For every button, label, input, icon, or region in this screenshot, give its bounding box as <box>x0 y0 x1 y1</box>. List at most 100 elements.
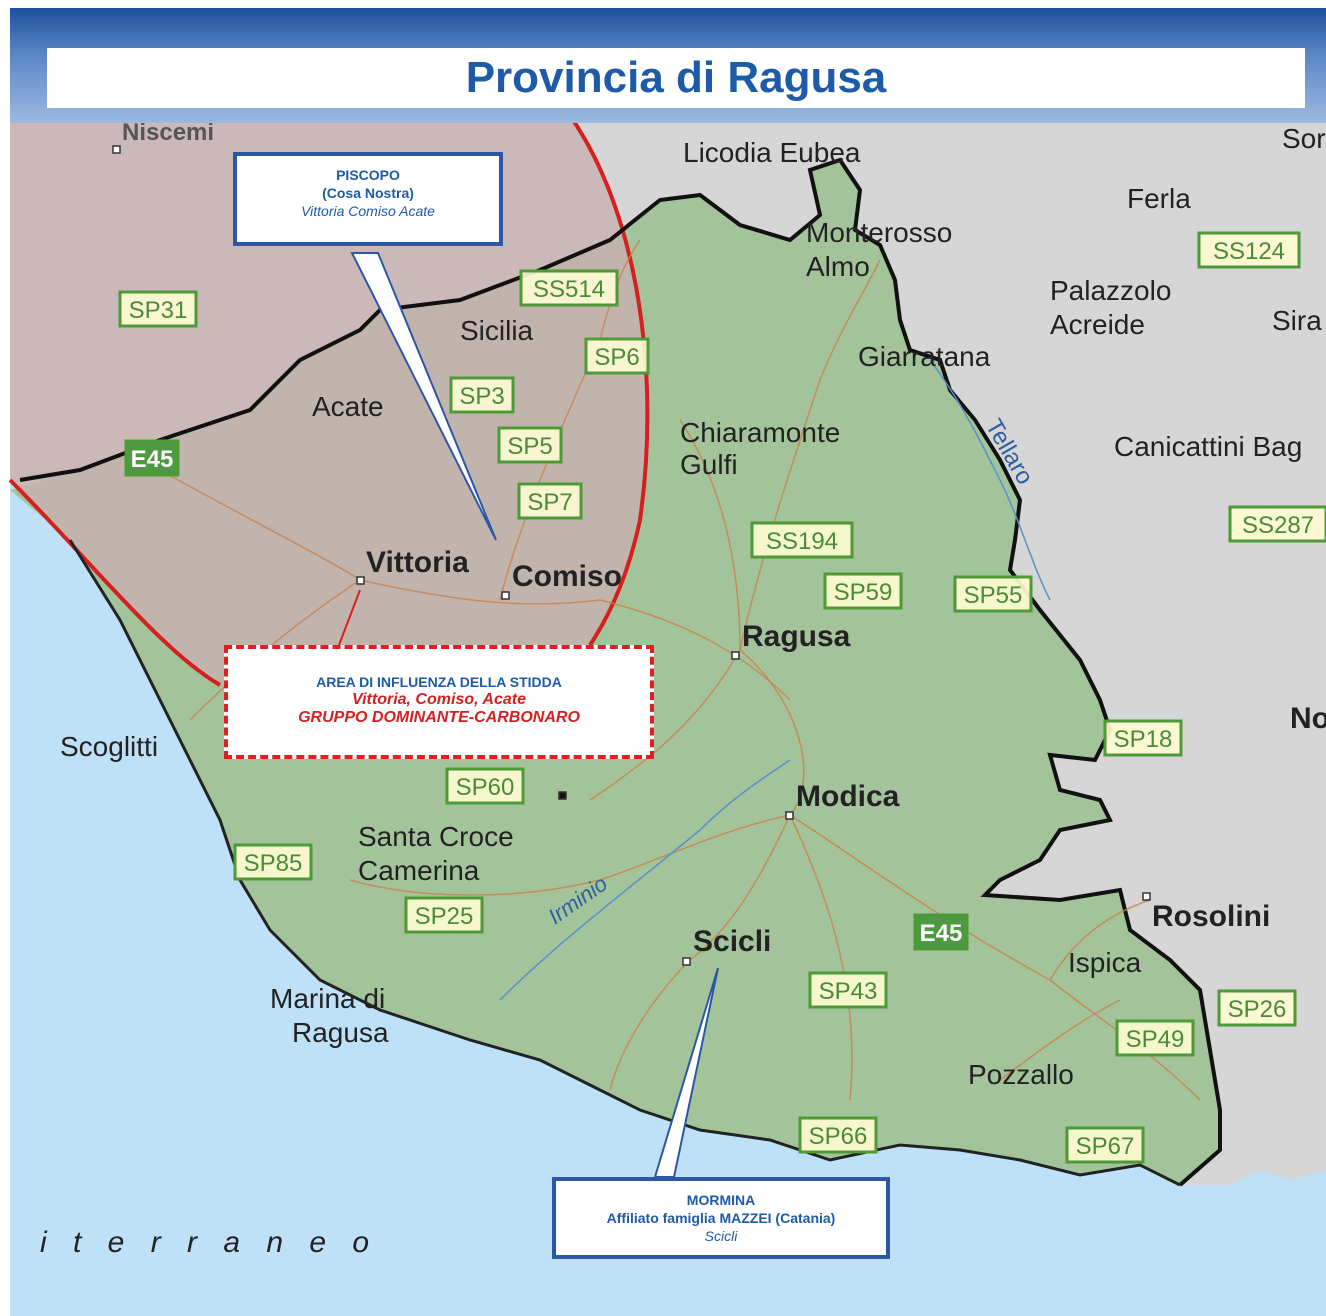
road-badge-label-ss194: SS194 <box>766 528 838 555</box>
road-badge-label-ss124: SS124 <box>1213 238 1285 265</box>
piscopo-name: PISCOPO <box>336 167 400 183</box>
place-label-sira: Sira <box>1272 305 1322 336</box>
road-badge-label-e45b: E45 <box>920 920 963 947</box>
road-badge-sp3: SP3 <box>449 376 515 414</box>
piscopo-area: Vittoria Comiso Acate <box>301 203 435 219</box>
mormina-area: Scicli <box>704 1228 738 1244</box>
road-badge-label-sp49: SP49 <box>1126 1026 1185 1053</box>
road-badge-label-sp67: SP67 <box>1076 1133 1135 1160</box>
place-label-modica: Modica <box>796 780 900 813</box>
place-label-marina: Marina di <box>270 983 385 1014</box>
road-badge-label-ss514: SS514 <box>533 276 605 303</box>
place-label-chiaramonte: Chiaramonte <box>680 417 840 448</box>
road-badge-sp43: SP43 <box>808 971 888 1009</box>
road-badge-ss287: SS287 <box>1228 505 1326 543</box>
road-badge-label-sp59: SP59 <box>834 579 893 606</box>
road-badge-sp55: SP55 <box>953 575 1033 613</box>
road-badge-sp49: SP49 <box>1115 1019 1195 1057</box>
road-badge-e45b: E45 <box>913 913 969 951</box>
road-badge-sp25: SP25 <box>404 896 484 934</box>
place-label-monterosso: Monterosso <box>806 217 952 248</box>
road-badge-label-sp25: SP25 <box>415 903 474 930</box>
place-label-pozzallo: Pozzallo <box>968 1059 1074 1090</box>
road-badge-sp31: SP31 <box>118 290 198 328</box>
stidda-zone-area <box>10 120 648 685</box>
place-label-comiso: Comiso <box>512 560 622 593</box>
mormina-group: Affiliato famiglia MAZZEI (Catania) <box>606 1210 836 1226</box>
place-label-no: No <box>1290 702 1326 735</box>
road-badge-label-sp55: SP55 <box>964 582 1023 609</box>
place-label-gulfi: Gulfi <box>680 449 738 480</box>
road-badge-sp67: SP67 <box>1065 1126 1145 1164</box>
stidda-title: AREA DI INFLUENZA DELLA STIDDA <box>316 674 562 690</box>
place-label-ispica: Ispica <box>1068 947 1142 978</box>
page-title: Provincia di Ragusa <box>465 53 887 102</box>
road-badge-label-sp5: SP5 <box>507 433 552 460</box>
road-badge-label-sp66: SP66 <box>809 1123 868 1150</box>
place-label-ragusa2: Ragusa <box>292 1017 389 1048</box>
mormina-callout: MORMINA Affiliato famiglia MAZZEI (Catan… <box>552 1177 890 1259</box>
province-border <box>19 157 1222 1187</box>
river-irminio <box>499 759 791 1001</box>
place-label-rosolini: Rosolini <box>1152 900 1270 933</box>
road-badge-sp85: SP85 <box>233 843 313 881</box>
road-badge-label-sp3: SP3 <box>459 383 504 410</box>
place-label-vittoria: Vittoria <box>366 546 469 579</box>
place-label-sor: Sor <box>1282 123 1326 154</box>
town-markers <box>112 145 1151 966</box>
place-label-ragusa: Ragusa <box>742 620 851 653</box>
road-badge-label-sp43: SP43 <box>819 978 878 1005</box>
mormina-name: MORMINA <box>686 1192 756 1208</box>
road-badge-sp5: SP5 <box>497 426 563 464</box>
place-label-giarratana: Giarratana <box>858 341 991 372</box>
road-badge-label-sp31: SP31 <box>129 297 188 324</box>
place-label-scoglitti: Scoglitti <box>60 731 158 762</box>
road-badge-ss514: SS514 <box>519 269 619 307</box>
road-badges: SS124SP31SS514SP6SP3SP5E45SP7SS194SS287S… <box>118 231 1326 1164</box>
place-label-canicattini: Canicattini Bag <box>1114 431 1302 462</box>
road-badge-label-sp7: SP7 <box>527 489 572 516</box>
piscopo-pointer <box>350 252 497 541</box>
place-label-acate: Acate <box>312 391 384 422</box>
road-badge-sp59: SP59 <box>823 572 903 610</box>
piscopo-callout: PISCOPO (Cosa Nostra) Vittoria Comiso Ac… <box>233 152 503 246</box>
road-badge-sp18: SP18 <box>1103 719 1183 757</box>
piscopo-group: (Cosa Nostra) <box>322 185 414 201</box>
river-tellaro <box>929 359 1051 601</box>
place-label-niscemi: Niscemi <box>122 119 214 146</box>
road-badge-sp7: SP7 <box>517 482 583 520</box>
place-label-acreide: Acreide <box>1050 309 1145 340</box>
stidda-zone-border <box>8 118 650 687</box>
road-badge-label-sp60: SP60 <box>456 774 515 801</box>
place-label-palazzolo: Palazzolo <box>1050 275 1171 306</box>
road-badge-label-e45a: E45 <box>131 446 174 473</box>
stidda-group: GRUPPO DOMINANTE-CARBONARO <box>298 709 580 726</box>
place-label-sea: i t e r r a n e o <box>40 1226 369 1259</box>
place-label-almo: Almo <box>806 251 870 282</box>
place-label-licodia: Licodia Eubea <box>683 137 861 168</box>
road-badge-label-ss287: SS287 <box>1242 512 1314 539</box>
title-box: Provincia di Ragusa <box>47 48 1305 108</box>
road-badge-sp6: SP6 <box>584 337 650 375</box>
place-label-ferla: Ferla <box>1127 183 1191 214</box>
place-label-sicilia: Sicilia <box>460 315 534 346</box>
road-badge-ss124: SS124 <box>1197 231 1301 269</box>
stidda-callout: AREA DI INFLUENZA DELLA STIDDA Vittoria,… <box>224 645 654 759</box>
road-badge-sp26: SP26 <box>1217 989 1297 1027</box>
road-badge-ss194: SS194 <box>750 521 854 559</box>
stidda-towns: Vittoria, Comiso, Acate <box>352 691 526 708</box>
road-badge-e45a: E45 <box>124 439 180 477</box>
road-badge-label-sp85: SP85 <box>244 850 303 877</box>
stidda-pointer <box>338 589 361 646</box>
coast-line <box>68 539 1181 1187</box>
road-badge-sp66: SP66 <box>798 1116 878 1154</box>
place-label-camerina: Camerina <box>358 855 480 886</box>
road-badge-label-sp18: SP18 <box>1114 726 1173 753</box>
place-label-santacroce: Santa Croce <box>358 821 514 852</box>
road-badge-label-sp6: SP6 <box>594 344 639 371</box>
place-label-scicli: Scicli <box>693 925 771 958</box>
road-badge-label-sp26: SP26 <box>1228 996 1287 1023</box>
road-badge-sp60: SP60 <box>445 767 525 805</box>
